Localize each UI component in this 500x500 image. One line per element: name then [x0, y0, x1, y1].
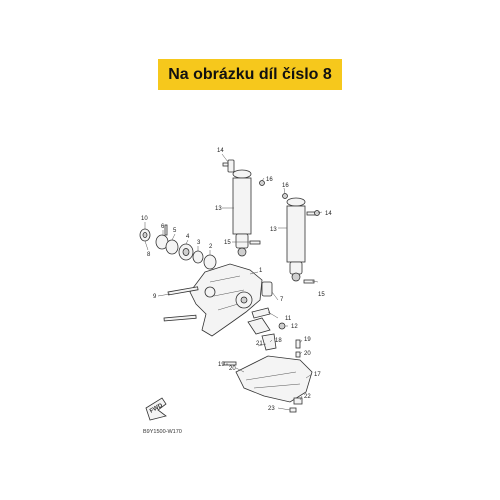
callout-10: 10 [141, 216, 148, 222]
banner-text: Na obrázku díl číslo 8 [168, 65, 332, 83]
callout-3: 3 [197, 240, 201, 246]
callout-23: 23 [268, 406, 275, 412]
callout-12: 12 [291, 324, 298, 330]
callout-14-right: 14 [325, 211, 332, 217]
callout-5: 5 [173, 228, 177, 234]
callout-7: 7 [280, 297, 284, 303]
callout-15-right: 15 [318, 292, 325, 298]
lower-guard-cover [235, 355, 313, 413]
callout-13-left: 13 [215, 206, 222, 212]
callout-1: 1 [259, 268, 263, 274]
leader-lines [144, 153, 323, 411]
callout-4: 4 [186, 234, 190, 240]
callout-15-left: 15 [224, 240, 231, 246]
callout-21: 21 [256, 341, 263, 347]
diagram-code: B9Y1500-W170 [143, 429, 182, 435]
callout-6: 6 [161, 224, 165, 230]
callout-17: 17 [314, 372, 321, 378]
callout-18: 18 [275, 338, 282, 344]
callout-20-left: 20 [229, 366, 236, 372]
callout-19-right: 19 [304, 337, 311, 343]
shock-absorber-right [286, 197, 306, 282]
callout-8: 8 [147, 252, 151, 258]
callout-22: 22 [304, 394, 311, 400]
small-clamp-parts [251, 307, 301, 358]
callout-13-right: 13 [270, 227, 277, 233]
part-number-banner: Na obrázku díl číslo 8 [158, 59, 342, 90]
callout-9: 9 [153, 294, 157, 300]
shock-absorber-left [227, 159, 252, 257]
callout-2: 2 [209, 244, 213, 250]
callout-19-left: 19 [218, 362, 225, 368]
callout-20-right: 20 [304, 351, 311, 357]
fwd-arrow: FWD [145, 397, 167, 421]
callout-16-right: 16 [282, 183, 289, 189]
callout-14-upper: 14 [217, 148, 224, 154]
callout-numbers: 14 16 13 15 16 14 13 15 10 6 5 4 3 2 8 1… [141, 148, 332, 412]
long-bolts [163, 286, 237, 366]
callout-16-upper: 16 [266, 177, 273, 183]
swing-arm-bracket [189, 263, 273, 337]
callout-11: 11 [285, 316, 292, 322]
bearing-stack [139, 224, 217, 270]
